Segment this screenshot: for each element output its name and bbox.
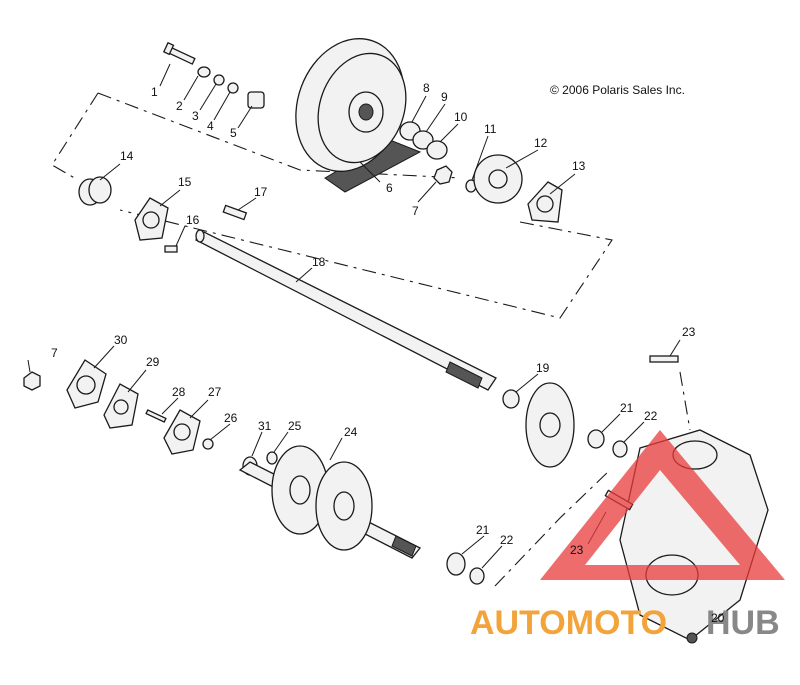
callout-4: 4 xyxy=(207,119,214,133)
callout-15: 15 xyxy=(178,175,192,189)
callout-16: 16 xyxy=(186,213,200,227)
callout-29: 29 xyxy=(146,355,160,369)
callout-8: 8 xyxy=(423,81,430,95)
part-18-jackshaft xyxy=(194,229,497,391)
callout-5: 5 xyxy=(230,126,237,140)
upper-assembly-line xyxy=(51,92,613,319)
part-6-driven-clutch xyxy=(295,38,422,193)
copyright-text: © 2006 Polaris Sales Inc. xyxy=(550,83,685,97)
part-1-bolt xyxy=(162,41,196,65)
part-2-washer xyxy=(197,66,211,78)
callout-22-lower: 22 xyxy=(500,533,514,547)
callout-2: 2 xyxy=(176,99,183,113)
callout-9: 9 xyxy=(441,90,448,104)
callout-23-lower: 23 xyxy=(570,543,584,557)
callout-6: 6 xyxy=(386,181,393,195)
part-7-nut-upper xyxy=(433,165,453,185)
part-27-flange xyxy=(163,409,201,455)
callout-20: 20 xyxy=(711,611,725,625)
callout-17: 17 xyxy=(254,185,268,199)
part-15-flange xyxy=(134,197,169,241)
part-7-nut-lower xyxy=(23,371,41,391)
callout-14: 14 xyxy=(120,149,134,163)
watermark-logo xyxy=(540,430,785,580)
lower-assembly-line xyxy=(494,371,691,587)
callout-13: 13 xyxy=(572,159,586,173)
callout-27: 27 xyxy=(208,385,222,399)
callout-24: 24 xyxy=(344,425,358,439)
part-28-pin xyxy=(145,409,167,423)
part-13-bearing-flange xyxy=(527,181,563,223)
part-23-bolt-upper xyxy=(649,355,679,363)
callout-11: 11 xyxy=(484,122,497,136)
part-5-bushing xyxy=(247,91,265,109)
part-29-gasket xyxy=(103,383,139,429)
part-19-seal xyxy=(502,389,520,409)
part-26-nut xyxy=(202,438,214,450)
part-17-key xyxy=(222,204,248,221)
callout-31: 31 xyxy=(258,419,272,433)
watermark-text-a: AUTOMOTO xyxy=(470,604,667,642)
part-16-screw xyxy=(164,245,178,253)
callout-3: 3 xyxy=(192,109,199,123)
callout-7-upper: 7 xyxy=(412,204,419,218)
callout-18: 18 xyxy=(312,255,326,269)
callout-25: 25 xyxy=(288,419,302,433)
callout-7-lower: 7 xyxy=(51,346,58,360)
callout-28: 28 xyxy=(172,385,186,399)
part-22-oring-lower xyxy=(469,567,485,585)
part-24-drive-shaft xyxy=(238,445,422,559)
part-14-bearing xyxy=(78,176,112,206)
part-10-ring xyxy=(426,140,448,160)
part-9-ring xyxy=(412,130,434,150)
callout-23-upper: 23 xyxy=(682,325,696,339)
callout-22-upper: 22 xyxy=(644,409,658,423)
part-12-flange-plate xyxy=(473,154,523,204)
part-22-oring-upper xyxy=(612,440,628,458)
callout-12: 12 xyxy=(534,136,548,150)
leader-lines xyxy=(27,63,681,569)
callout-30: 30 xyxy=(114,333,128,347)
callout-1: 1 xyxy=(151,85,158,99)
callout-19: 19 xyxy=(536,361,550,375)
part-4-washer xyxy=(227,82,239,94)
part-21-bearing-upper xyxy=(587,429,605,449)
part-30-flange xyxy=(66,359,107,409)
callout-labels: 1 2 3 4 5 6 7 8 9 10 11 12 13 14 15 16 1… xyxy=(51,81,725,625)
part-21-bearing-lower xyxy=(446,552,466,576)
part-3-washer xyxy=(213,74,225,86)
callout-21-upper: 21 xyxy=(620,401,634,415)
watermark-text-b: HUB xyxy=(706,604,780,642)
callout-26: 26 xyxy=(224,411,238,425)
callout-21-lower: 21 xyxy=(476,523,490,537)
callout-10: 10 xyxy=(454,110,468,124)
part-25-spacer xyxy=(266,451,278,465)
brake-disc xyxy=(525,382,575,468)
